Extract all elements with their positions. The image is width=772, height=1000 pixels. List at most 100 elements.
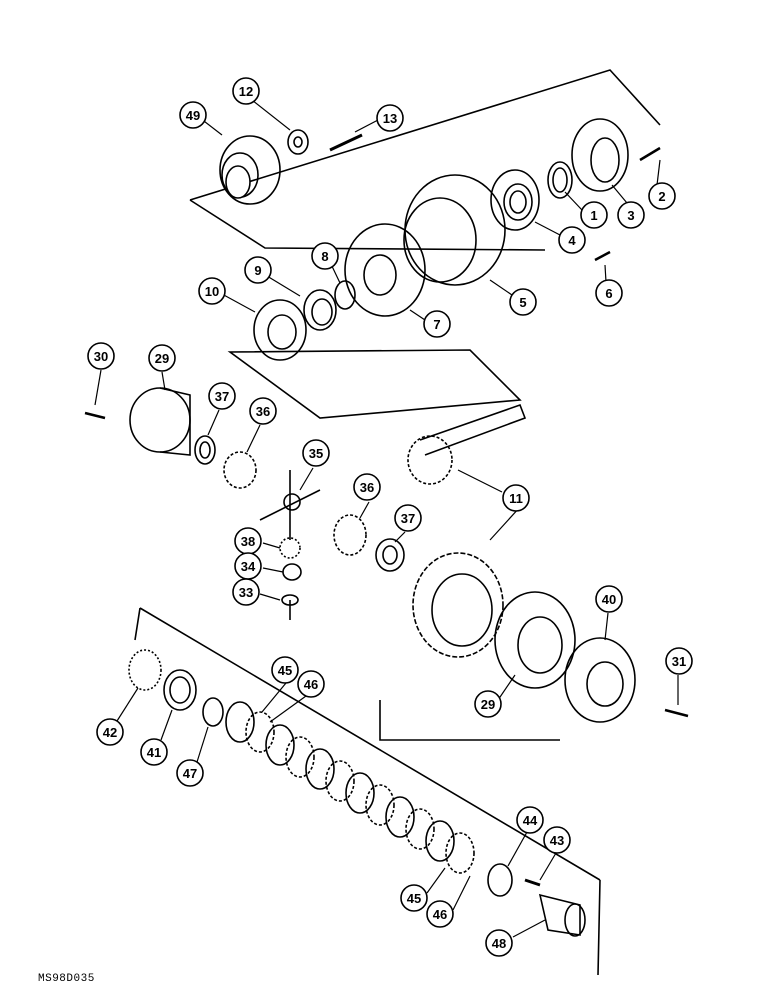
- svg-text:9: 9: [254, 263, 261, 278]
- svg-text:36: 36: [360, 480, 374, 495]
- svg-text:5: 5: [519, 295, 526, 310]
- part-37-washer-right: [375, 538, 405, 572]
- callout-31: 31: [665, 647, 693, 675]
- assembly-outline-bottom: [134, 607, 601, 976]
- svg-text:4: 4: [568, 233, 576, 248]
- callout-13: 13: [376, 104, 404, 132]
- callout-2: 2: [648, 182, 676, 210]
- part-9-cup: [303, 289, 337, 331]
- callout-42: 42: [96, 718, 124, 746]
- svg-text:7: 7: [433, 317, 440, 332]
- svg-text:43: 43: [550, 833, 564, 848]
- part-13-pin: [329, 133, 363, 152]
- callout-12: 12: [232, 77, 260, 105]
- assembly-outline-bracket: [379, 700, 560, 741]
- part-41-ring: [163, 669, 197, 711]
- part-38-gear: [279, 537, 301, 559]
- callout-3: 3: [617, 201, 645, 229]
- part-43-spring: [524, 878, 541, 887]
- svg-text:41: 41: [147, 745, 161, 760]
- callout-35: 35: [302, 439, 330, 467]
- assembly-outline-middle: [227, 349, 522, 419]
- part-36-gear-right: [333, 514, 367, 556]
- callout-49: 49: [179, 101, 207, 129]
- callout-36-right: 36: [353, 473, 381, 501]
- callout-46-top: 46: [297, 670, 325, 698]
- part-36-gear-left: [223, 451, 257, 489]
- svg-text:1: 1: [590, 208, 597, 223]
- part-33-washer: [281, 594, 299, 606]
- svg-text:49: 49: [186, 108, 200, 123]
- part-37-washer-left: [194, 435, 216, 465]
- part-47-spacer: [202, 697, 224, 727]
- callout-47: 47: [176, 759, 204, 787]
- part-8-ring: [334, 280, 356, 310]
- callout-11: 11: [502, 484, 530, 512]
- callout-30: 30: [87, 342, 115, 370]
- leader-lines: [94, 99, 679, 938]
- svg-text:10: 10: [205, 284, 219, 299]
- callout-33: 33: [232, 578, 260, 606]
- svg-text:8: 8: [321, 249, 328, 264]
- part-11-pinion: [407, 403, 527, 485]
- svg-text:6: 6: [605, 286, 612, 301]
- callout-45-bottom: 45: [400, 884, 428, 912]
- svg-text:37: 37: [215, 389, 229, 404]
- callout-5: 5: [509, 288, 537, 316]
- callouts: 49 12 13 1 2 3 4 5 6 7 8 9 10 30 29 37 3…: [87, 77, 693, 957]
- part-7-gasket: [344, 223, 426, 317]
- callout-7: 7: [423, 310, 451, 338]
- callout-41: 41: [140, 738, 168, 766]
- clutch-disc-pack: [225, 701, 475, 874]
- svg-text:33: 33: [239, 585, 253, 600]
- callout-37-left: 37: [208, 382, 236, 410]
- svg-text:2: 2: [658, 189, 665, 204]
- callout-45-top: 45: [271, 656, 299, 684]
- part-31-bolt: [664, 708, 689, 718]
- part-6-bolt: [594, 250, 611, 262]
- svg-text:40: 40: [602, 592, 616, 607]
- svg-text:38: 38: [241, 534, 255, 549]
- svg-text:34: 34: [241, 559, 256, 574]
- callout-1: 1: [580, 201, 608, 229]
- part-35-spider: [259, 470, 321, 540]
- part-34-gear: [282, 563, 302, 581]
- svg-text:46: 46: [433, 907, 447, 922]
- svg-text:35: 35: [309, 446, 323, 461]
- svg-text:42: 42: [103, 725, 117, 740]
- callout-44: 44: [516, 806, 544, 834]
- callout-38: 38: [234, 527, 262, 555]
- svg-text:47: 47: [183, 766, 197, 781]
- ring-gear: [412, 552, 504, 658]
- svg-text:36: 36: [256, 404, 270, 419]
- svg-text:46: 46: [304, 677, 318, 692]
- callout-29-bottom: 29: [474, 690, 502, 718]
- callout-43: 43: [543, 826, 571, 854]
- assembly-outline-top: [189, 69, 661, 251]
- callout-4: 4: [558, 226, 586, 254]
- part-2-bolt: [639, 146, 661, 162]
- part-12-washer: [287, 129, 309, 155]
- callout-29-top: 29: [148, 344, 176, 372]
- part-29-case-right: [494, 591, 576, 689]
- part-10-bearing: [253, 299, 307, 361]
- callout-8: 8: [311, 242, 339, 270]
- callout-40: 40: [595, 585, 623, 613]
- callout-9: 9: [244, 256, 272, 284]
- part-4-bearing: [490, 169, 540, 231]
- part-49-hub: [219, 135, 281, 205]
- svg-text:48: 48: [492, 936, 506, 951]
- part-42-gear: [128, 649, 162, 691]
- svg-text:13: 13: [383, 111, 397, 126]
- part-44-ring: [487, 863, 513, 897]
- svg-text:45: 45: [278, 663, 292, 678]
- callout-6: 6: [595, 279, 623, 307]
- svg-text:3: 3: [627, 208, 634, 223]
- svg-text:29: 29: [155, 351, 169, 366]
- part-40-flange: [564, 637, 636, 723]
- svg-text:29: 29: [481, 697, 495, 712]
- callout-46-bottom: 46: [426, 900, 454, 928]
- part-1-seal: [547, 161, 573, 199]
- part-30-bolt: [84, 411, 106, 420]
